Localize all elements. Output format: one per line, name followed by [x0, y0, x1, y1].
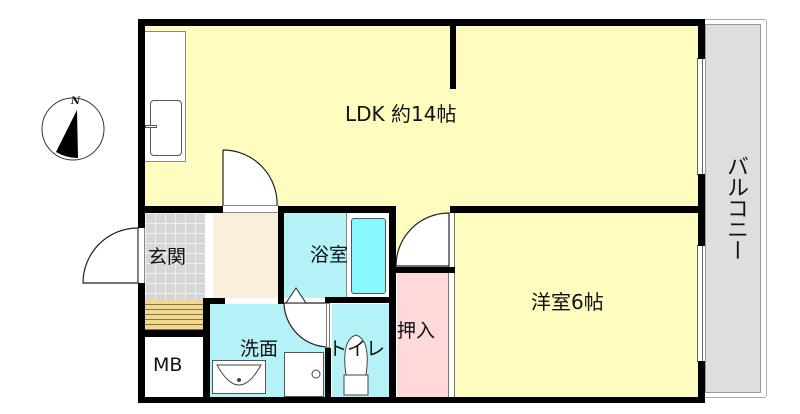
wall-left-lower	[138, 283, 145, 398]
hallway	[210, 213, 283, 299]
entrance-room	[145, 213, 205, 300]
toilet-bowl-icon	[343, 334, 369, 396]
western-room	[455, 213, 700, 397]
western-room-door-icon	[395, 212, 450, 267]
balcony-floor	[705, 24, 761, 393]
entrance-door-icon	[82, 227, 139, 284]
wall-closet-top	[389, 267, 455, 273]
wall-ldk-stub	[450, 19, 456, 89]
kitchen-sink	[150, 100, 182, 156]
wall-toilet-left	[325, 348, 331, 400]
balcony-label: バルコニー	[723, 155, 748, 260]
closet-door-track	[448, 213, 455, 397]
washroom-label: 洗面	[240, 338, 279, 360]
wall-top	[138, 19, 705, 26]
wall-bath-right	[389, 206, 396, 402]
toilet-label: トイレ	[328, 338, 386, 360]
western-room-label: 洋室6帖	[531, 290, 604, 314]
wall-right-top	[698, 19, 705, 59]
wall-ldk-bottom-left	[138, 206, 223, 213]
wall-right-bottom	[698, 361, 705, 401]
ldk-door-icon	[222, 149, 278, 208]
wall-western-top	[450, 206, 705, 213]
washbasin-icon	[216, 364, 262, 386]
wall-ldk-bottom-mid	[278, 206, 393, 213]
balcony	[700, 19, 767, 398]
wall-mb-top	[138, 330, 208, 337]
ldk-label: LDK 約14帖	[345, 102, 457, 126]
wall-bath-left	[278, 206, 284, 304]
wall-left	[138, 19, 145, 228]
entrance-door-opening	[138, 228, 145, 283]
wall-entrance-right	[203, 298, 210, 401]
entrance-label: 玄関	[148, 246, 187, 268]
wall-bottom	[138, 397, 705, 403]
drain-icon	[311, 369, 321, 379]
closet-label: 押入	[397, 320, 436, 342]
north-arrow-icon	[41, 97, 105, 161]
wall-bath-bottom	[325, 297, 395, 303]
ldk-door-opening	[223, 205, 279, 213]
wall-hall-stub	[203, 298, 225, 304]
bathroom-label: 浴室	[310, 244, 349, 266]
bathtub	[346, 213, 393, 298]
meter-box-label: MB	[153, 354, 183, 376]
meter-box	[145, 337, 203, 397]
ldk-window	[697, 58, 703, 175]
kitchen-counter	[145, 31, 186, 162]
entrance-step	[145, 300, 205, 330]
compass-north-label: N	[71, 96, 81, 107]
kitchen-faucet	[145, 125, 157, 128]
closet-room	[397, 272, 451, 397]
hallway-washroom-opening	[225, 298, 280, 304]
toilet-door-panel	[326, 303, 330, 348]
western-room-window	[697, 245, 703, 362]
bathtub-basin	[351, 218, 386, 294]
